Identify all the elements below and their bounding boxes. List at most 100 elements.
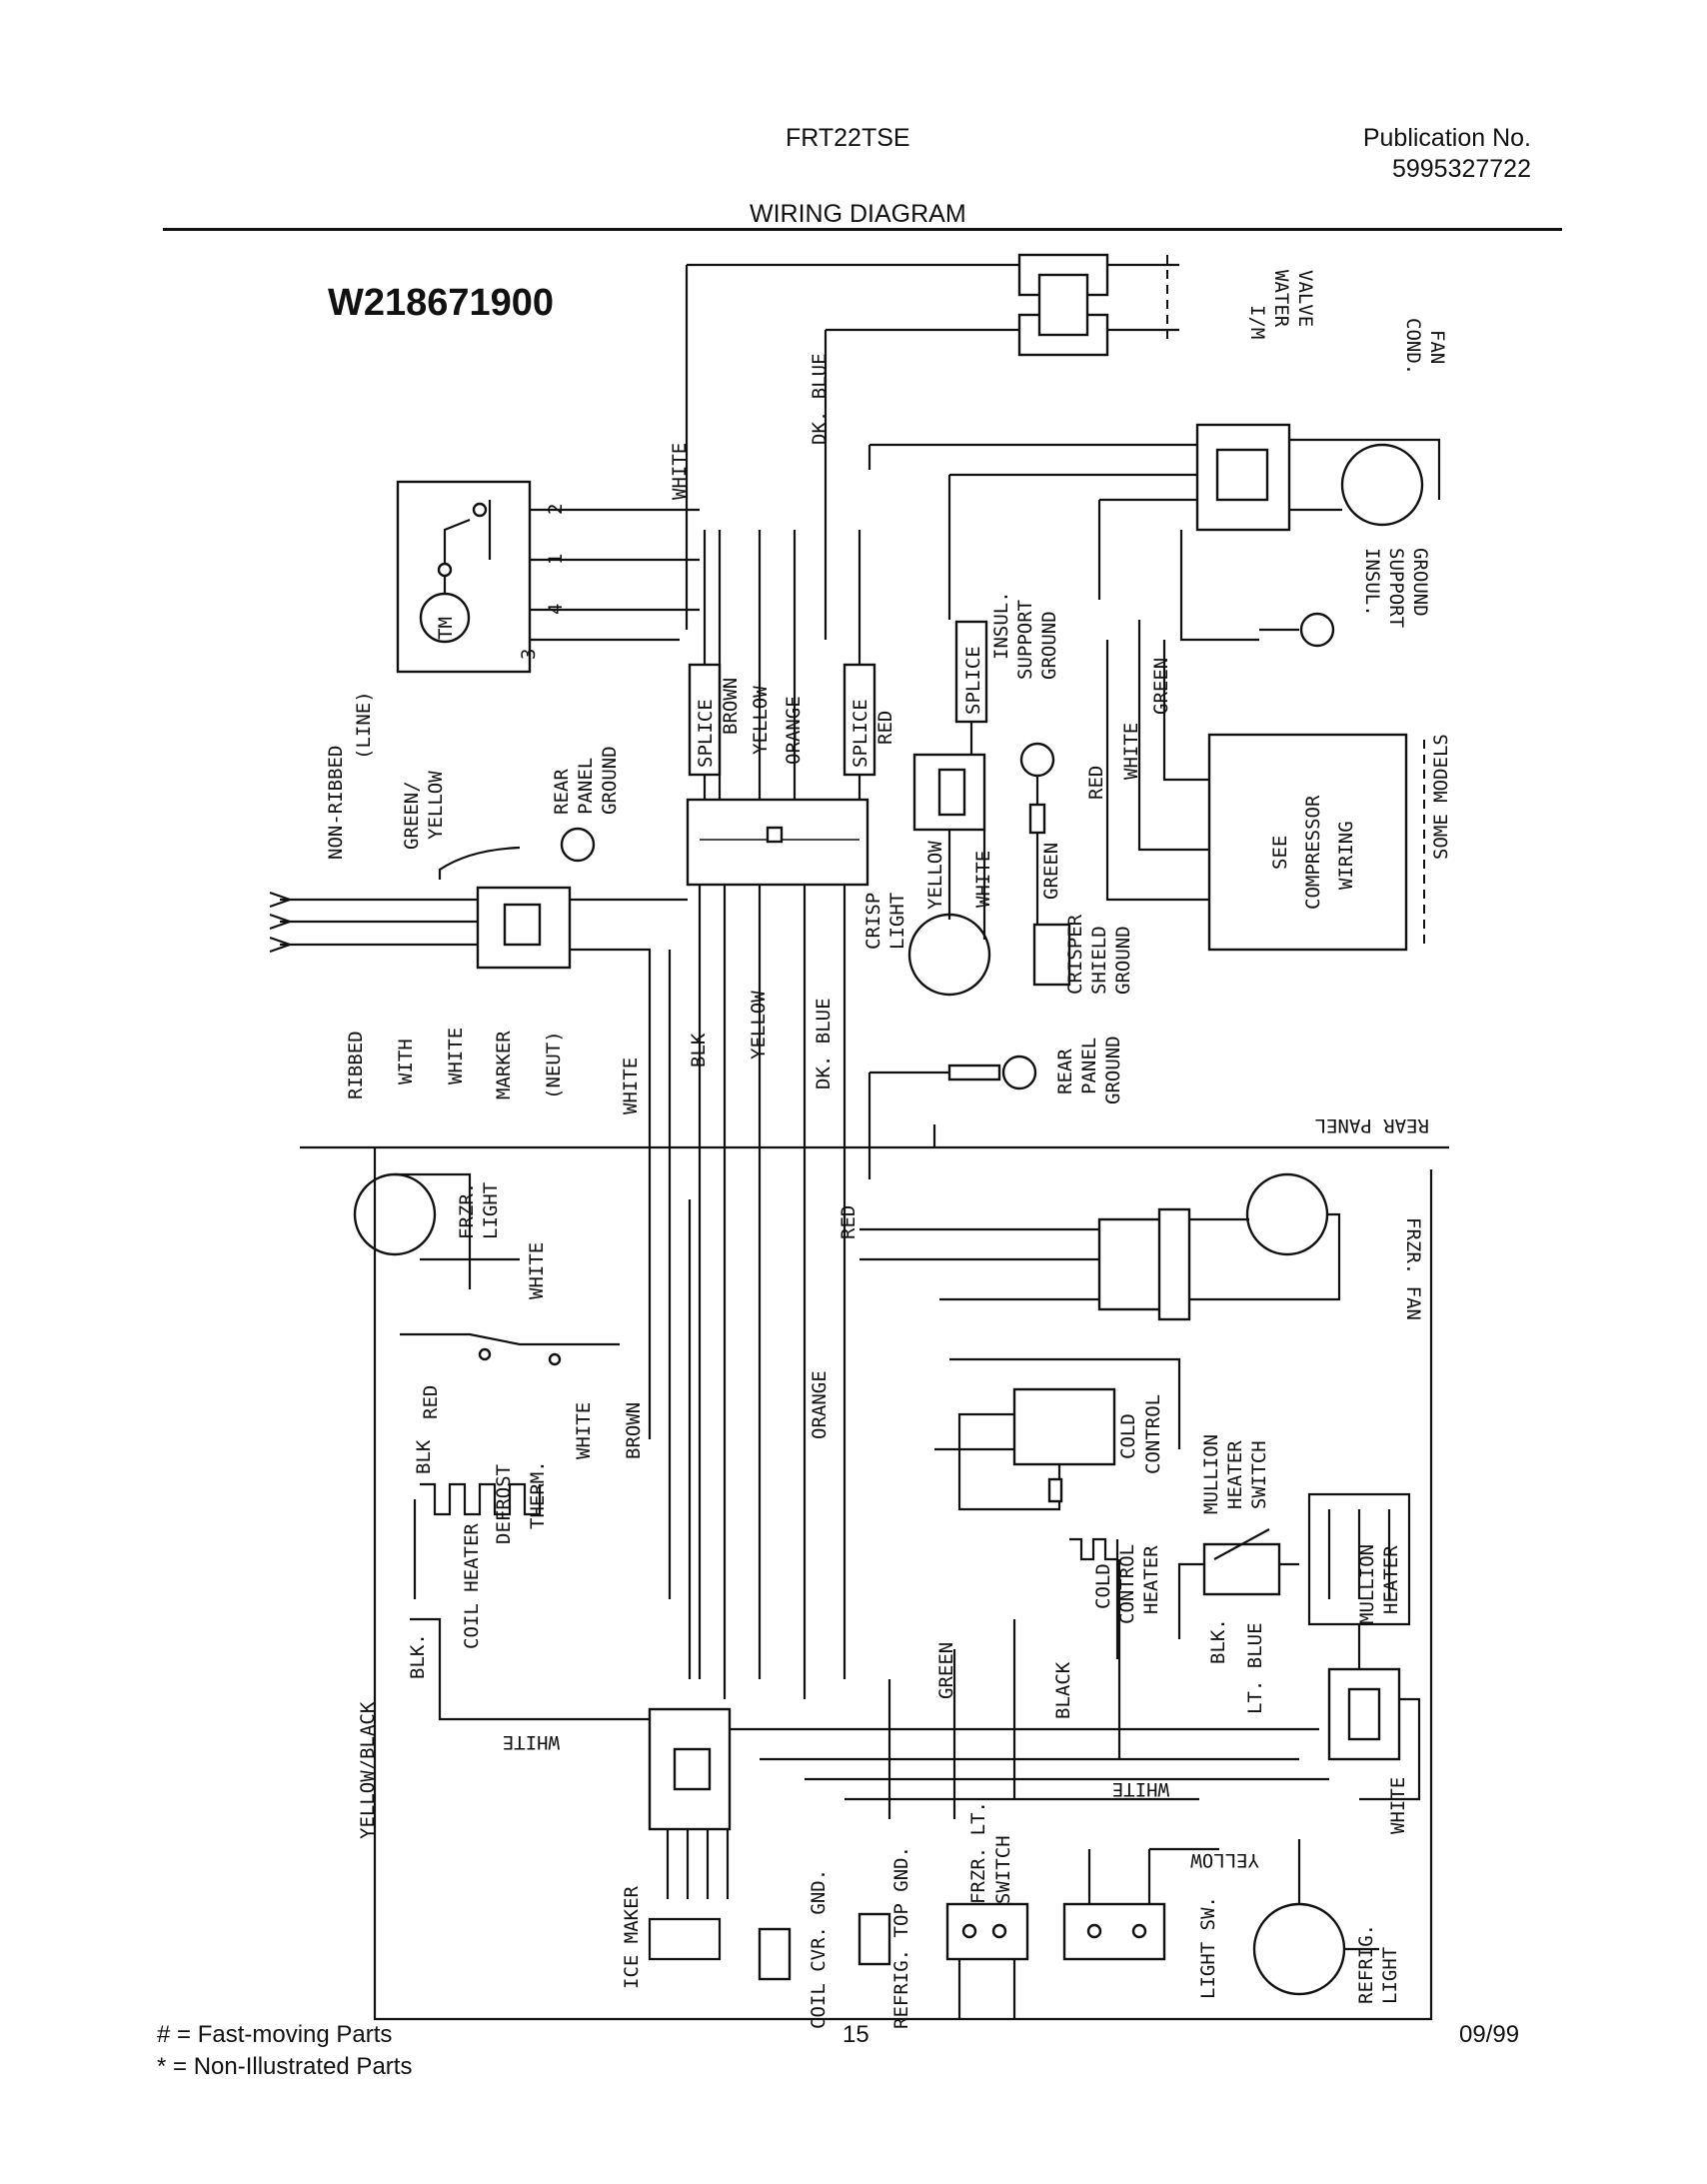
green-yellow-line-2: YELLOW [425,771,447,840]
isg-right-1: INSUL. [1361,548,1383,617]
cold-control-label: COLD CONTROL [1117,1394,1164,1474]
non-ribbed-label: NON-RIBBED (LINE) [325,691,375,860]
label-blk-3: BLK. [407,1633,429,1679]
isg-mid-2: SUPPORT [1014,600,1036,680]
isg-mid-1: INSUL. [990,591,1012,660]
revision-date: 09/99 [1459,2021,1520,2048]
label-refrig-top-gnd: REFRIG. TOP GND. [890,1846,912,2029]
green-yellow-label: GREEN/ YELLOW [401,771,447,850]
mullion-heater-switch-label: MULLION HEATER SWITCH [1200,1434,1270,1514]
rpg-mid-2: PANEL [1078,1038,1100,1094]
label-red-1: RED [874,711,896,745]
label-green-mid: GREEN [1150,658,1172,715]
insul-support-ground-mid-label: INSUL. SUPPORT GROUND [990,591,1060,680]
label-frzr-fan: FRZR. FAN [1402,1217,1424,1320]
part-number: W218671900 [328,282,554,324]
mhs-line-1: MULLION [1200,1434,1222,1514]
mh-line-1: MULLION [1356,1544,1378,1624]
label-white-top: WHITE [669,443,691,500]
label-dk-blue-top: DK. BLUE [809,353,831,445]
label-ice-maker: ICE MAKER [621,1885,643,1989]
label-yellow-bottom: YELLOW [1190,1849,1259,1871]
cond-fan-line-1: COND. [1402,318,1424,375]
non-ribbed-line-1: NON-RIBBED [325,746,347,860]
label-rear-panel: REAR PANEL [1315,1114,1429,1136]
cch-line-2: CONTROL [1116,1544,1138,1624]
label-yellow-1: YELLOW [750,686,772,755]
rear-panel-ground-left-label: REAR PANEL GROUND [551,746,621,815]
mhs-line-2: HEATER [1224,1440,1246,1509]
isg-mid-3: GROUND [1038,611,1060,680]
isg-right-2: SUPPORT [1385,548,1407,628]
timer-terminal-1: 1 [545,554,567,565]
label-white-mid: WHITE [1120,723,1142,780]
label-some-models: SOME MODELS [1430,734,1452,860]
label-white-bottom-mid: WHITE [1112,1778,1169,1800]
ribbed-line-5: (NEUT) [543,1031,565,1099]
publication-label: Publication No. [1362,124,1531,152]
defrost-therm-line-2: THERM. [527,1460,549,1529]
section-title: WIRING DIAGRAM [750,200,966,228]
label-white-frzr: WHITE [526,1242,548,1299]
label-light-sw: LIGHT SW. [1197,1896,1219,1999]
label-orange-2: ORANGE [809,1370,831,1439]
model-number: FRT22TSE [786,124,910,152]
compressor-line-3: WIRING [1335,821,1357,890]
label-yellow-black: YELLOW/BLACK [357,1701,379,1839]
label-splice-2: SPLICE [850,699,871,768]
ribbed-line-1: RIBBED [345,1031,367,1099]
ribbed-line-2: WITH [395,1039,417,1085]
defrost-therm-label: DEFROST THERM. [493,1460,549,1544]
cold-control-line-1: COLD [1117,1413,1139,1459]
label-splice-mid: SPLICE [962,646,984,715]
insul-support-ground-right-label: INSUL. SUPPORT GROUND [1361,548,1431,628]
non-ribbed-line-2: (LINE) [353,691,375,760]
refrig-light-line-1: REFRIG. [1355,1924,1377,2004]
cond-fan-label: COND. FAN [1402,318,1448,375]
label-green-bottom: GREEN [935,1642,957,1699]
compressor-box-label: SEE COMPRESSOR WIRING [1269,795,1357,910]
frzr-lt-switch-label: FRZR. LT. SWITCH [967,1801,1014,1904]
wire-labels: WHITE DK. BLUE I/M WATER VALVE COND. FAN… [325,270,1452,2029]
ribbed-label: RIBBED WITH WHITE MARKER (NEUT) [345,1028,565,1099]
crisp-light-label: CRISP LIGHT [862,893,908,950]
label-dk-blue-2: DK. BLUE [813,998,835,1090]
cch-line-3: HEATER [1140,1545,1162,1614]
crisper-shield-ground-label: CRISPER SHIELD GROUND [1064,914,1134,995]
compressor-line-2: COMPRESSOR [1302,795,1324,910]
legend-non-illustrated: * = Non-Illustrated Parts [157,2053,413,2080]
label-red-3: RED [420,1385,442,1419]
rpg-mid-3: GROUND [1102,1036,1124,1104]
label-coil-cvr-gnd: COIL CVR. GND. [808,1869,830,2029]
label-white-left: WHITE [620,1058,642,1114]
green-yellow-line-1: GREEN/ [401,781,423,850]
label-blk-4: BLK. [1207,1618,1229,1664]
label-red-mid: RED [1085,766,1107,800]
rpg-mid-1: REAR [1054,1049,1076,1094]
rpg-left-1: REAR [551,769,573,815]
frzr-lt-switch-line-2: SWITCH [992,1835,1014,1904]
crisp-light-line-1: CRISP [862,893,884,950]
rear-panel-ground-mid-label: REAR PANEL GROUND [1054,1036,1124,1104]
header-divider [163,228,1562,231]
label-white-crisp: WHITE [972,851,994,908]
defrost-therm-line-1: DEFROST [493,1464,515,1544]
water-valve-line-1: I/M [1246,305,1268,339]
timer-terminal-4: 4 [545,604,567,615]
label-tm: TM [435,617,457,640]
frzr-lt-switch-line-1: FRZR. LT. [967,1801,989,1904]
label-yellow-crisp: YELLOW [924,841,946,910]
label-white-3: WHITE [573,1402,595,1459]
refrig-light-line-2: LIGHT [1379,1947,1401,2004]
ribbed-line-4: MARKER [493,1031,515,1099]
frzr-light-line-1: FRZR. [456,1182,478,1239]
ribbed-line-3: WHITE [445,1028,467,1085]
label-splice-1: SPLICE [695,699,717,768]
cold-control-line-2: CONTROL [1142,1394,1164,1474]
label-yellow-2: YELLOW [748,991,770,1060]
label-blk-1: BLK [688,1033,710,1068]
label-lt-blue: LT. BLUE [1244,1622,1266,1714]
isg-right-3: GROUND [1409,548,1431,617]
water-valve-line-3: VALVE [1294,270,1316,327]
